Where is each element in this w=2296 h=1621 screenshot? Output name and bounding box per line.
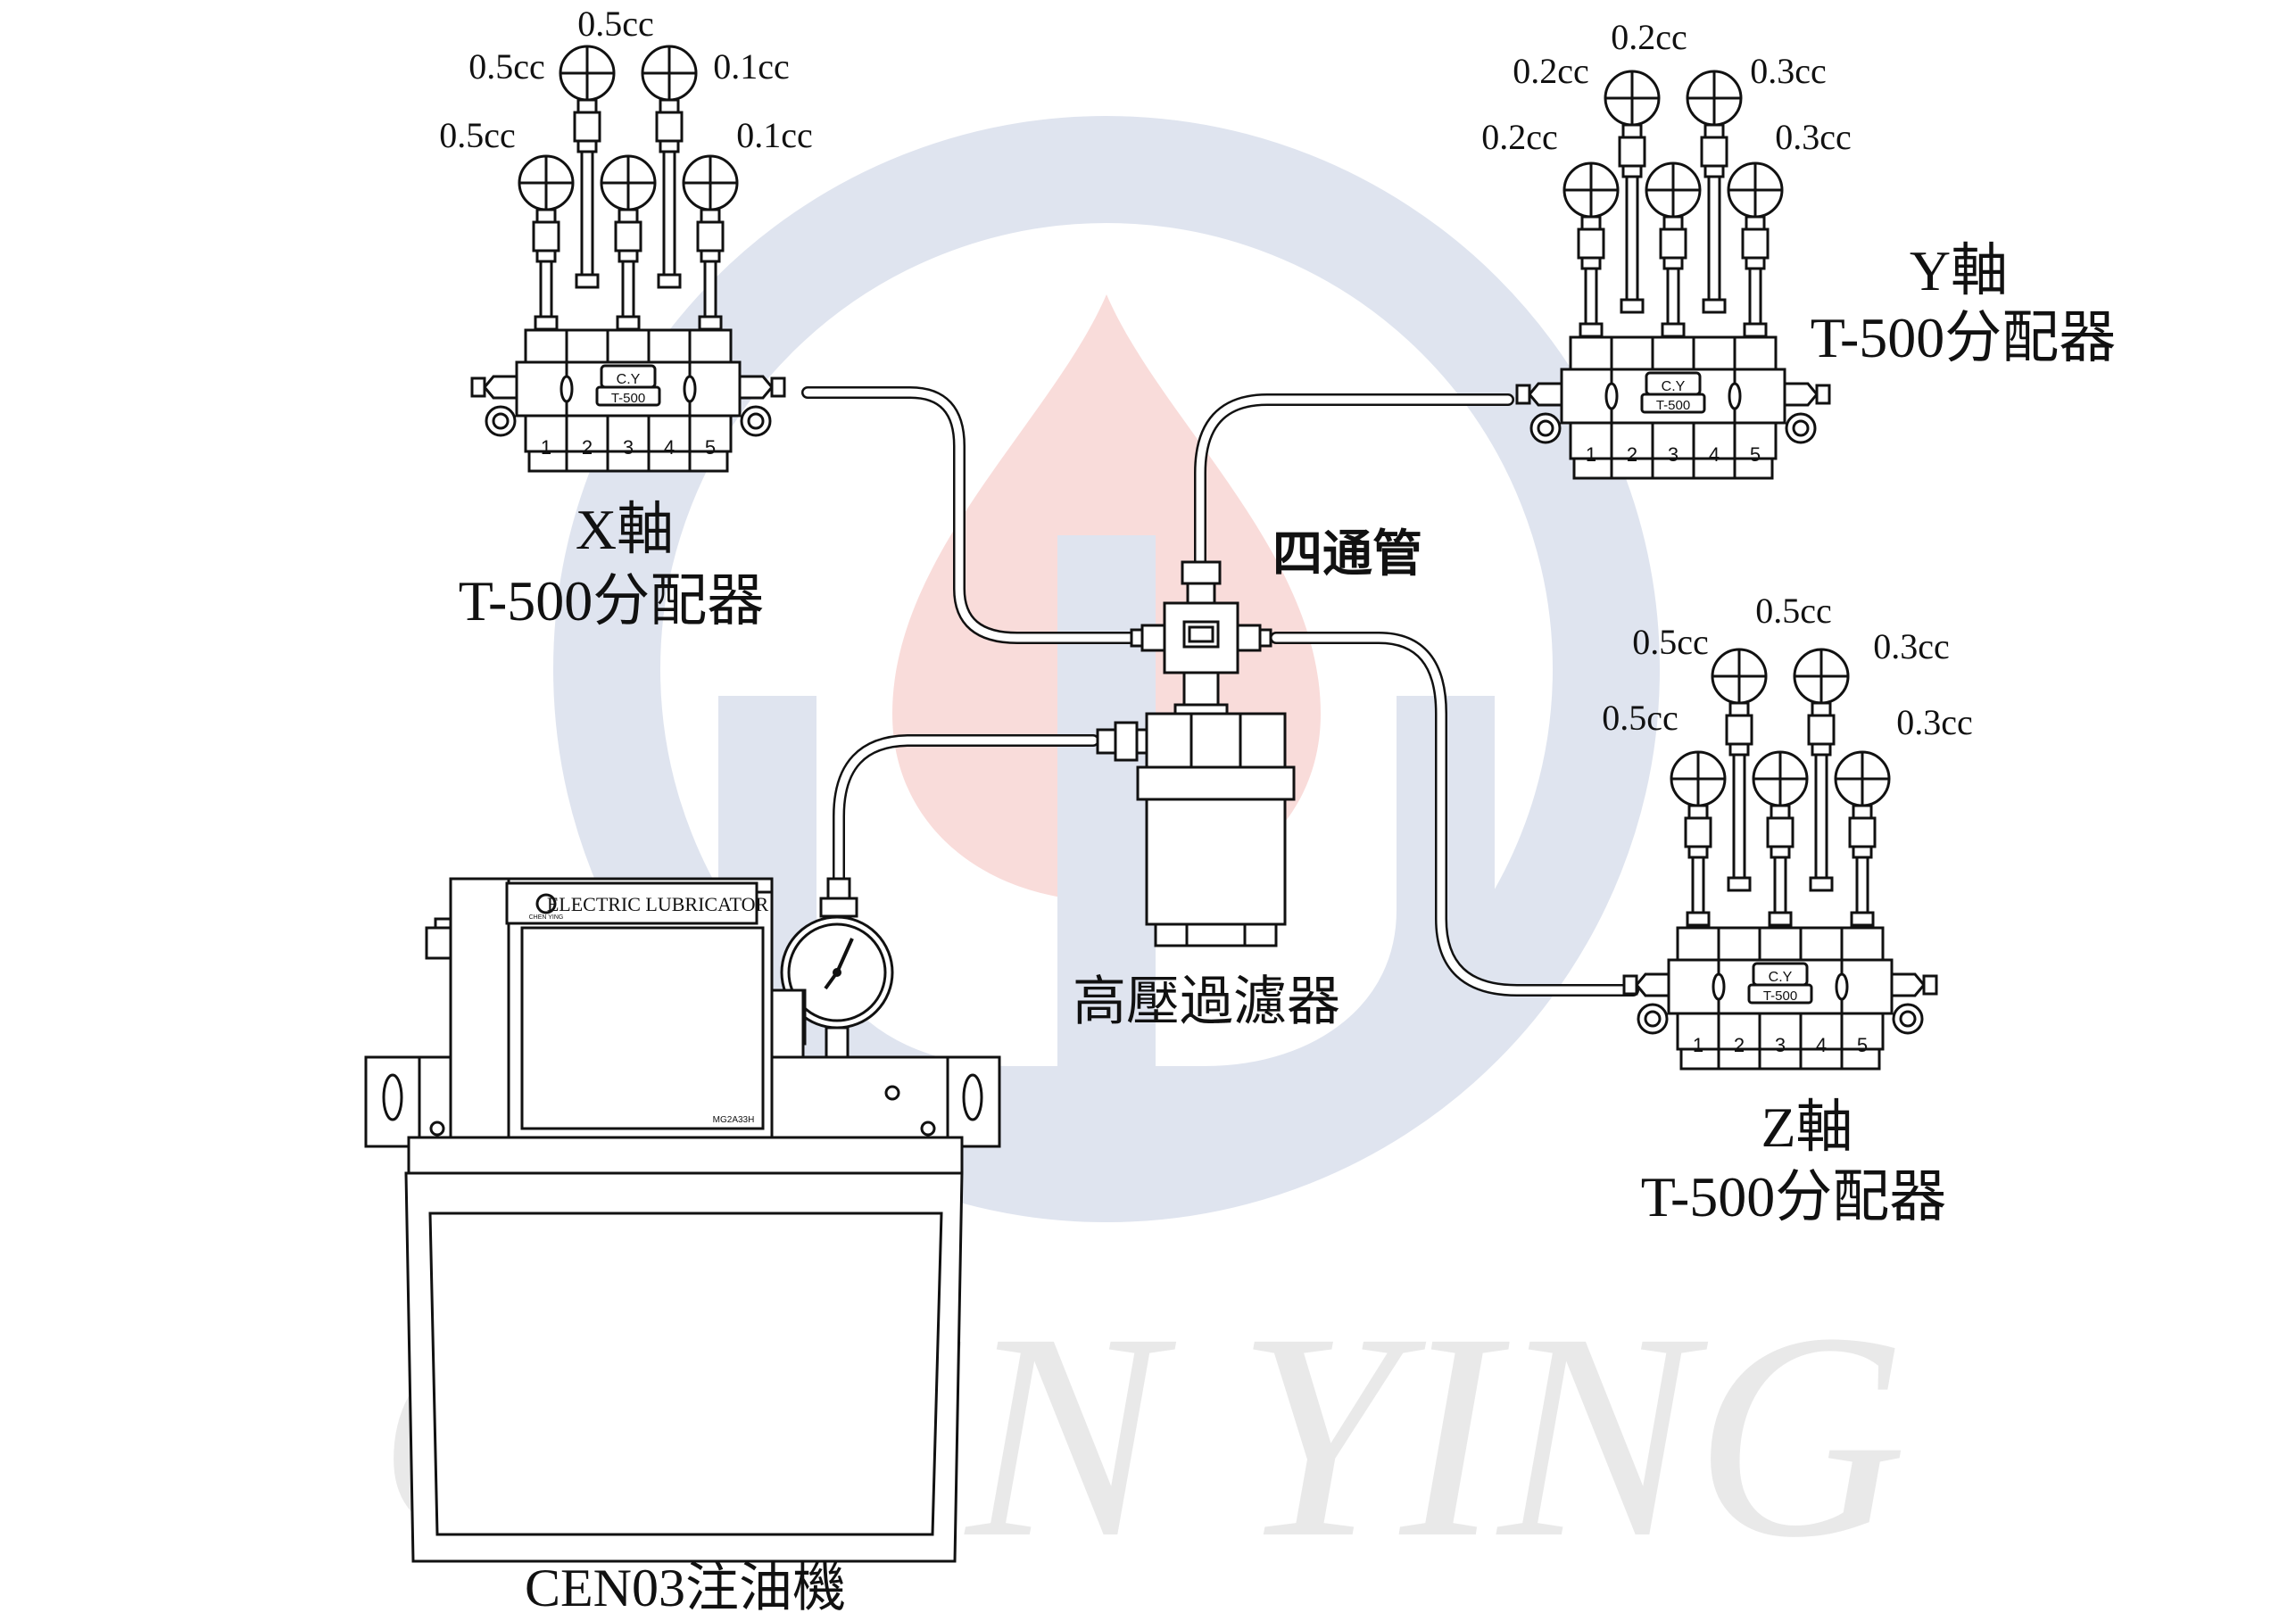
z-plate-brand: C.Y [1769, 970, 1793, 985]
electric-lubricator [364, 877, 1001, 1563]
x-plate-model: T-500 [611, 391, 645, 406]
lubricator-label: CEN03注油機 [525, 1559, 846, 1617]
y-port-3: 3 [1668, 443, 1678, 466]
z-port-4: 4 [1816, 1034, 1827, 1056]
y-port-1: 1 [1586, 443, 1596, 466]
x-axis-distributor: C.Y T-500 1 2 3 4 5 [470, 45, 786, 473]
z-axis-distributor: C.Y T-500 1 2 3 4 5 [1622, 648, 1938, 1071]
z-port-1: 1 [1693, 1034, 1703, 1056]
x-port-2: 2 [582, 436, 593, 459]
y-plate-model: T-500 [1656, 398, 1690, 413]
z-port-2: 2 [1734, 1034, 1745, 1056]
y-model-label: T-500分配器 [1811, 306, 2117, 369]
four-way-pipe-label: 四通管 [1272, 525, 1422, 583]
z-upper-center-cc: 0.5cc [1755, 591, 1832, 631]
y-plate-brand: C.Y [1662, 379, 1686, 394]
x-upper-left-cc: 0.5cc [468, 46, 545, 87]
x-port-5: 5 [705, 436, 716, 459]
lubricator-brand-text: CHEN YING [529, 914, 564, 921]
y-port-4: 4 [1709, 443, 1720, 466]
y-lower-left-cc: 0.2cc [1481, 117, 1558, 157]
y-axis-distributor: C.Y T-500 1 2 3 4 5 [1515, 70, 1831, 480]
y-lower-right-cc: 0.3cc [1775, 117, 1852, 157]
x-plate-brand: C.Y [617, 372, 641, 387]
pipe-x-to-fourway [801, 386, 1153, 644]
x-port-1: 1 [541, 436, 551, 459]
x-lower-left-cc: 0.5cc [439, 115, 516, 155]
y-upper-left-cc: 0.2cc [1513, 51, 1589, 91]
y-upper-center-cc: 0.2cc [1611, 17, 1687, 57]
high-pressure-filter [1096, 712, 1296, 947]
z-plate-model: T-500 [1763, 988, 1797, 1004]
y-port-5: 5 [1750, 443, 1761, 466]
y-port-2: 2 [1627, 443, 1637, 466]
pipe-gauge-to-filter [833, 734, 1099, 885]
lubricator-model-code: MG2A33H [713, 1115, 755, 1125]
y-axis-label: Y軸 [1910, 239, 2008, 302]
x-upper-center-cc: 0.5cc [577, 4, 654, 44]
z-port-3: 3 [1775, 1034, 1786, 1056]
z-axis-label: Z軸 [1761, 1096, 1853, 1159]
pipe-fourway-to-y [1194, 393, 1514, 582]
z-port-5: 5 [1857, 1034, 1868, 1056]
x-port-4: 4 [664, 436, 675, 459]
x-model-label: T-500分配器 [459, 569, 765, 633]
x-lower-right-cc: 0.1cc [736, 115, 813, 155]
x-upper-right-cc: 0.1cc [713, 46, 790, 87]
z-upper-left-cc: 0.5cc [1632, 622, 1709, 662]
z-lower-right-cc: 0.3cc [1896, 702, 1973, 742]
lubricator-panel-text: ELECTRIC LUBRICATOR [547, 893, 769, 915]
y-upper-right-cc: 0.3cc [1750, 51, 1827, 91]
pipe-fourway-to-z [1270, 632, 1639, 997]
z-upper-right-cc: 0.3cc [1873, 626, 1950, 666]
z-model-label: T-500分配器 [1641, 1165, 1947, 1228]
x-port-3: 3 [623, 436, 634, 459]
x-axis-label: X軸 [576, 498, 674, 561]
filter-label: 高壓過濾器 [1073, 972, 1340, 1031]
z-lower-left-cc: 0.5cc [1602, 698, 1678, 738]
